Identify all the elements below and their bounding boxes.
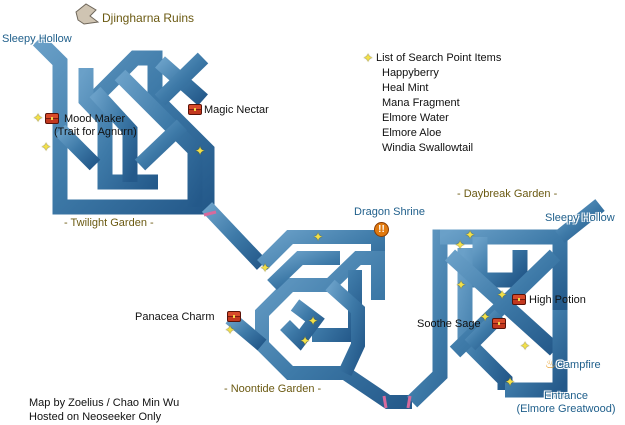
- dragon-shrine-label: Dragon Shrine: [354, 206, 425, 218]
- sparkle-icon: ✦: [362, 51, 374, 65]
- search-point-icon[interactable]: ✦: [299, 334, 311, 348]
- ruins-icon: [75, 3, 100, 25]
- exit-sleepy-hollow-east[interactable]: Sleepy Hollow: [545, 212, 615, 224]
- chest-icon[interactable]: [512, 294, 526, 305]
- mood-maker-label: Mood Maker: [64, 113, 126, 125]
- search-point-list: ✦List of Search Point Items Happyberry H…: [362, 51, 501, 155]
- search-point-icon[interactable]: ✦: [519, 339, 531, 353]
- campfire-icon: ♨: [545, 357, 556, 371]
- exit-entrance[interactable]: Entrance (Elmore Greatwood): [506, 390, 625, 416]
- search-point-icon[interactable]: ✦: [312, 230, 324, 244]
- list-item: Windia Swallowtail: [382, 142, 474, 154]
- chest-panacea-charm: Panacea Charm: [135, 311, 215, 323]
- entrance-sublabel: (Elmore Greatwood): [516, 403, 616, 415]
- chest-icon[interactable]: [227, 311, 241, 322]
- search-point-icon[interactable]: ✦: [32, 111, 44, 125]
- search-point-icon[interactable]: ✦: [307, 314, 319, 328]
- entrance-label: Entrance: [543, 390, 589, 402]
- campfire-label: Campfire: [556, 359, 601, 371]
- chest-magic-nectar: Magic Nectar: [204, 104, 269, 116]
- area-twilight-garden: - Twilight Garden -: [64, 217, 154, 229]
- alert-icon[interactable]: !!: [374, 222, 389, 237]
- list-item: Happyberry: [382, 67, 439, 79]
- credit-line-2: Hosted on Neoseeker Only: [29, 411, 162, 423]
- map-title: Djingharna Ruins: [102, 11, 195, 25]
- search-point-icon[interactable]: ✦: [194, 144, 206, 158]
- twilight-garden-paths: [32, 34, 215, 215]
- gate-markers: [203, 210, 412, 409]
- chest-mood-maker: Mood Maker (Trait for Agnurn): [52, 113, 137, 139]
- daybreak-garden-paths: [406, 199, 605, 408]
- chest-icon[interactable]: [188, 104, 202, 115]
- search-point-icon[interactable]: ✦: [224, 323, 236, 337]
- chest-icon[interactable]: [492, 318, 506, 329]
- list-item: Mana Fragment: [382, 97, 460, 109]
- area-daybreak-garden: - Daybreak Garden -: [457, 188, 558, 200]
- search-point-icon[interactable]: ✦: [504, 375, 516, 389]
- search-point-icon[interactable]: ✦: [479, 310, 491, 324]
- mood-maker-sublabel: (Trait for Agnurn): [54, 126, 137, 138]
- search-point-icon[interactable]: ✦: [496, 288, 508, 302]
- list-heading: ✦List of Search Point Items: [362, 51, 502, 65]
- search-point-icon[interactable]: ✦: [455, 278, 467, 292]
- search-point-icon[interactable]: ✦: [40, 140, 52, 154]
- chest-high-potion: High Potion: [529, 294, 586, 306]
- exit-sleepy-hollow-nw[interactable]: Sleepy Hollow: [2, 33, 72, 45]
- credit-line-1: Map by Zoelius / Chao Min Wu: [29, 397, 180, 409]
- list-item: Elmore Aloe: [382, 127, 442, 139]
- chest-icon[interactable]: [45, 113, 59, 124]
- list-item: Heal Mint: [382, 82, 429, 94]
- chest-soothe-sage: Soothe Sage: [417, 318, 481, 330]
- list-item: Elmore Water: [382, 112, 449, 124]
- search-point-icon[interactable]: ✦: [259, 261, 271, 275]
- area-noontide-garden: - Noontide Garden -: [224, 383, 322, 395]
- search-point-icon[interactable]: ✦: [454, 238, 466, 252]
- noontide-garden-paths: [225, 251, 412, 409]
- search-point-icon[interactable]: ✦: [464, 228, 476, 242]
